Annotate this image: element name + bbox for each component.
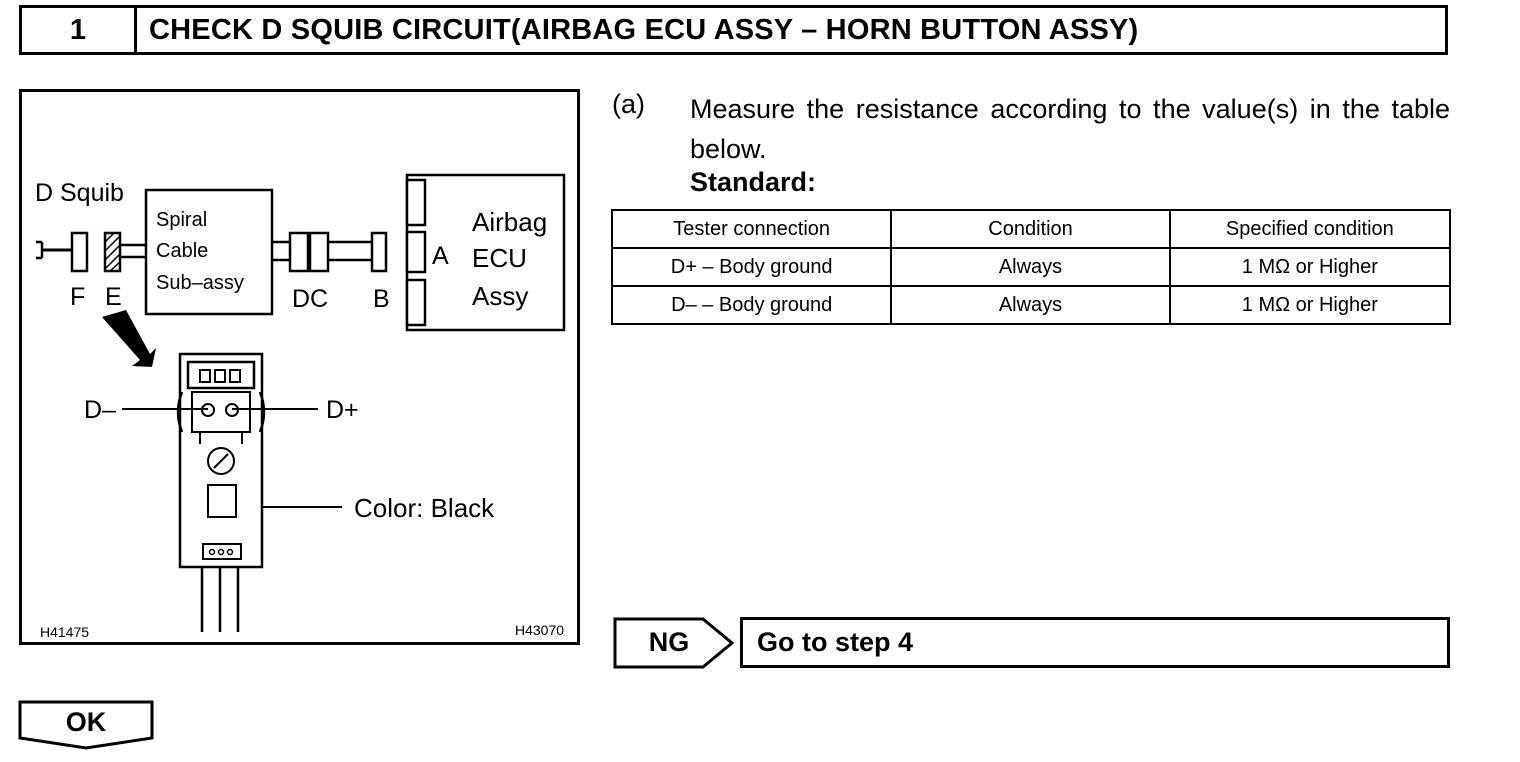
table-cell: 1 MΩ or Higher	[1168, 247, 1452, 287]
d-squib-label: D Squib	[35, 179, 124, 207]
spiral-label-line3: Sub–assy	[156, 272, 244, 294]
instruction-text: Measure the resistance according to the …	[690, 94, 1450, 164]
spiral-label-line1: Spiral	[156, 209, 208, 231]
terminal-plus-label: D+	[326, 396, 359, 424]
step-number: 1	[22, 8, 137, 52]
table-header-row: Tester connection Condition Specified co…	[610, 209, 1452, 249]
step-title: CHECK D SQUIB CIRCUIT(AIRBAG ECU ASSY – …	[149, 13, 1139, 46]
table-cell: 1 MΩ or Higher	[1168, 285, 1452, 325]
ng-label: NG	[648, 627, 690, 657]
ecu-label-line2: ECU	[472, 243, 527, 273]
table-cell: D+ – Body ground	[610, 247, 893, 287]
connector-e-label: E	[105, 283, 122, 311]
connector-f-label: F	[70, 283, 86, 311]
connector-b-label: B	[373, 285, 390, 313]
wiring-illustration: D Squib Spiral Cable Sub–assy Airbag ECU…	[19, 89, 580, 645]
figure-code-left: H41475	[40, 624, 90, 640]
circuit-diagram	[36, 173, 566, 632]
figure-code-right: H43070	[515, 622, 565, 638]
terminal-minus-label: D–	[84, 396, 116, 424]
table-row: D+ – Body ground Always 1 MΩ or Higher	[610, 247, 1452, 287]
table-cell: Always	[890, 247, 1171, 287]
table-header: Specified condition	[1168, 209, 1452, 249]
table-cell: D– – Body ground	[610, 285, 893, 325]
connector-a-label: A	[432, 242, 449, 270]
ecu-label-line3: Assy	[472, 281, 529, 311]
ok-arrow-shape	[18, 700, 154, 750]
ng-action: Go to step 4	[740, 617, 1450, 668]
table-header: Tester connection	[610, 209, 893, 249]
spiral-label-line2: Cable	[156, 240, 209, 262]
table-header: Condition	[890, 209, 1171, 249]
color-note: Color: Black	[354, 493, 495, 523]
connector-dc-label: DC	[292, 285, 329, 313]
instruction-label: (a)	[612, 89, 645, 119]
ng-arrow-shape	[613, 617, 735, 669]
table-row: D– – Body ground Always 1 MΩ or Higher	[610, 285, 1452, 325]
step-header: 1 CHECK D SQUIB CIRCUIT(AIRBAG ECU ASSY …	[19, 5, 1448, 55]
table-cell: Always	[890, 285, 1171, 325]
standard-label: Standard:	[690, 167, 817, 197]
spec-table: Tester connection Condition Specified co…	[610, 209, 1452, 325]
ecu-label-line1: Airbag	[472, 207, 548, 237]
ok-label: OK	[65, 706, 107, 737]
